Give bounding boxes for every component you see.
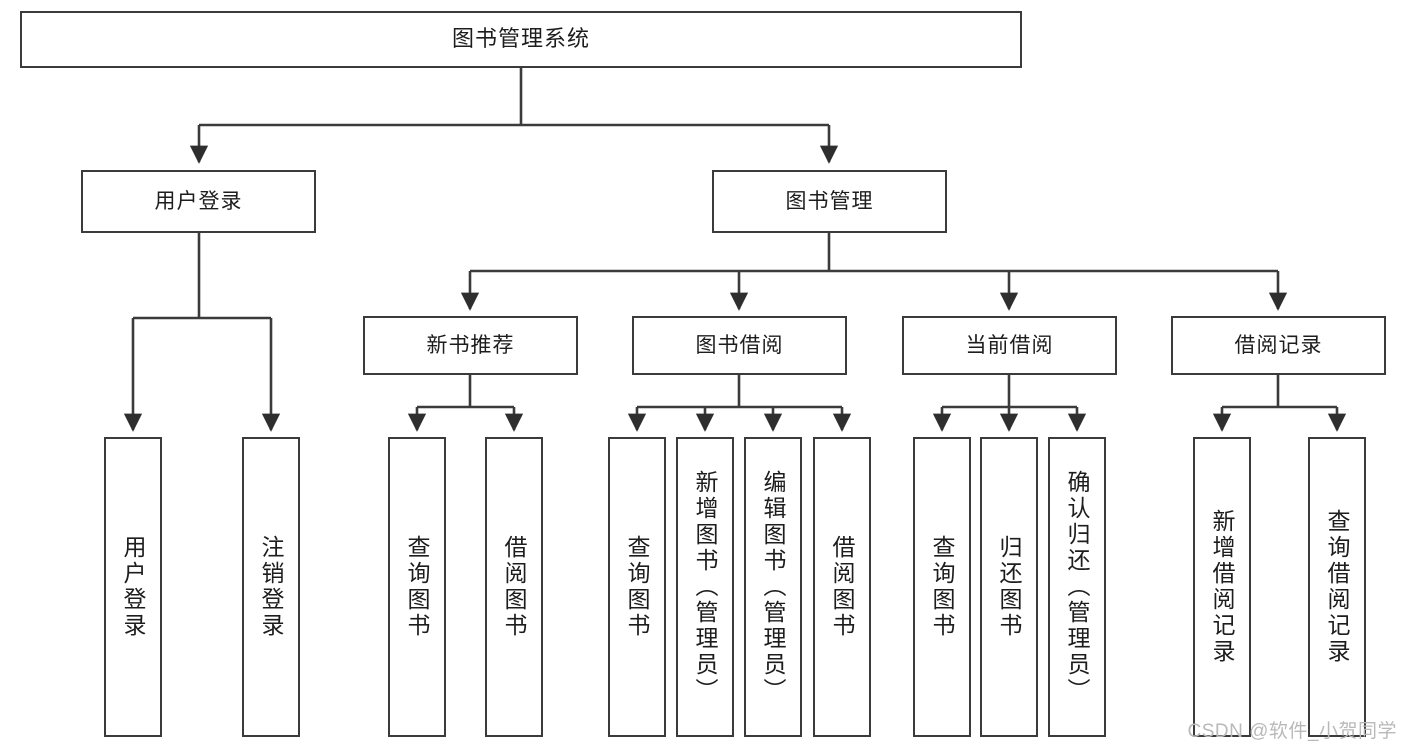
leaf-edit-book-admin[interactable]: 编辑图书（管理员） [744,437,802,737]
node-borrow-record[interactable]: 借阅记录 [1171,316,1386,375]
node-label: 借阅记录 [1234,333,1323,357]
node-label: 图书管理 [785,189,874,213]
leaf-confirm-return-admin[interactable]: 确认归还（管理员） [1048,437,1106,737]
node-current-borrow[interactable]: 当前借阅 [902,316,1117,375]
node-book-management[interactable]: 图书管理 [712,170,947,233]
node-label: 编辑图书（管理员） [760,470,787,704]
node-label: 借阅图书 [501,535,528,639]
node-label: 确认归还（管理员） [1064,470,1091,704]
node-label: 查询图书 [624,535,651,639]
node-label: 查询图书 [929,535,956,639]
node-label: 新增图书（管理员） [692,470,719,704]
node-label: 归还图书 [996,535,1023,639]
leaf-query-book-recommend[interactable]: 查询图书 [388,437,446,737]
node-label: 用户登录 [154,189,243,213]
leaf-borrow-book-recommend[interactable]: 借阅图书 [485,437,543,737]
node-label: 图书借阅 [695,333,784,357]
node-user-login[interactable]: 用户登录 [81,170,316,233]
node-label: 新书推荐 [426,333,515,357]
leaf-borrow-book[interactable]: 借阅图书 [813,437,871,737]
node-book-borrow[interactable]: 图书借阅 [632,316,847,375]
node-label: 新增借阅记录 [1209,509,1236,665]
node-label: 当前借阅 [965,333,1054,357]
node-root-system[interactable]: 图书管理系统 [20,11,1022,68]
node-label: 查询借阅记录 [1324,509,1351,665]
node-label: 注销登录 [258,535,285,639]
leaf-query-borrow-record[interactable]: 查询借阅记录 [1308,437,1366,737]
leaf-return-book[interactable]: 归还图书 [980,437,1038,737]
leaf-query-book-current[interactable]: 查询图书 [913,437,971,737]
node-label: 借阅图书 [829,535,856,639]
leaf-add-book-admin[interactable]: 新增图书（管理员） [676,437,734,737]
node-new-book-recommend[interactable]: 新书推荐 [363,316,578,375]
leaf-logout[interactable]: 注销登录 [242,437,300,737]
leaf-query-book-borrow[interactable]: 查询图书 [608,437,666,737]
node-label: 用户登录 [120,535,147,639]
leaf-user-login[interactable]: 用户登录 [104,437,162,737]
watermark-text: CSDN @软件_小贺同学 [1187,721,1397,742]
node-label: 图书管理系统 [451,26,590,52]
leaf-add-borrow-record[interactable]: 新增借阅记录 [1193,437,1251,737]
node-label: 查询图书 [404,535,431,639]
